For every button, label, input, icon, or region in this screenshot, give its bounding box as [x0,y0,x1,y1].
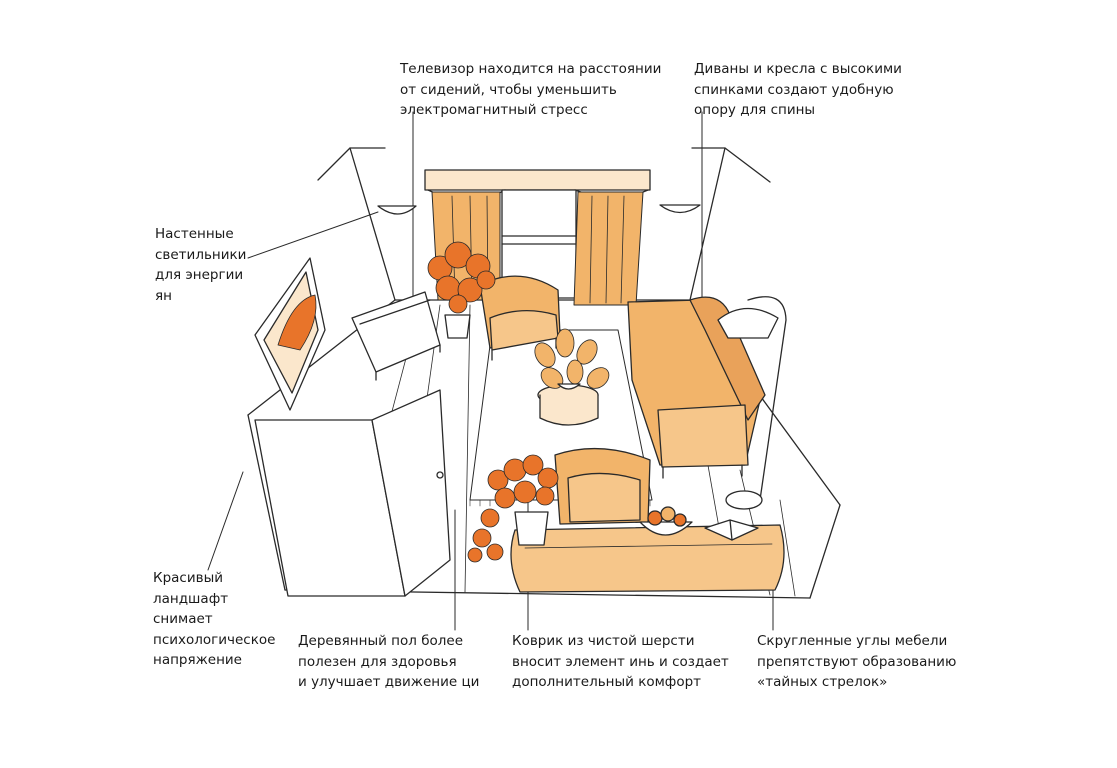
sofas-annotation: Диваны и кресла с высокими спинками созд… [694,59,902,121]
right-sofa [627,296,766,479]
annotation-line: Диваны и кресла с высокими [694,61,902,77]
annotation-line: для энергии [155,267,244,283]
annotation-line: снимает [153,611,213,627]
wall-lights-annotation: Настенные светильники для энергии ян [155,224,246,306]
rounded-corners-annotation: Скругленные углы мебели препятствуют обр… [757,631,956,693]
annotation-line: и улучшает движение ци [298,674,480,690]
front-armchair [554,447,651,525]
rug-annotation: Коврик из чистой шерсти вносит элемент и… [512,631,729,693]
floor-plant [467,454,559,563]
landscape-annotation: Красивый ландшафт снимает психологическо… [153,568,275,671]
fruit-bowl [639,506,693,536]
wooden-floor-annotation: Деревянный пол более полезен для здоровь… [298,631,479,693]
annotation-line: Скругленные углы мебели [757,633,948,649]
annotation-line: Красивый [153,570,224,586]
window-plant [427,241,496,339]
front-sofa [510,524,785,593]
tv-annotation: Телевизор находится на расстоянии от сид… [400,59,661,121]
open-book [704,519,759,541]
annotation-line: ландшафт [153,590,229,607]
door [254,389,451,597]
wall-sconces [377,204,701,215]
coffee-table [537,384,599,426]
annotation-line: опору для спины [694,102,816,118]
annotation-line: Телевизор находится на расстоянии [400,61,662,77]
annotation-line: светильники [155,246,247,263]
annotation-line: Коврик из чистой шерсти [512,633,695,649]
annotation-line: психологическое [153,631,276,648]
annotation-line: препятствуют образованию [757,653,957,670]
annotation-line: полезен для здоровья [298,653,457,670]
floor-lamp [717,296,787,510]
annotation-line: Деревянный пол более [298,633,464,649]
wall-picture [254,257,326,411]
annotation-line: напряжение [153,652,242,668]
annotation-line: «тайных стрелок» [757,674,888,690]
annotation-line: вносит элемент инь и создает [512,653,729,670]
annotation-line: Настенные [155,226,234,242]
table-flowers [534,328,610,390]
back-armchair [479,275,561,361]
tv-cabinet [351,291,441,381]
annotation-line: электромагнитный стресс [400,102,588,118]
annotation-line: дополнительный комфорт [512,674,702,690]
annotation-line: ян [155,287,172,304]
annotation-line: от сидений, чтобы уменьшить [400,81,617,98]
annotation-line: спинками создают удобную [694,81,894,98]
